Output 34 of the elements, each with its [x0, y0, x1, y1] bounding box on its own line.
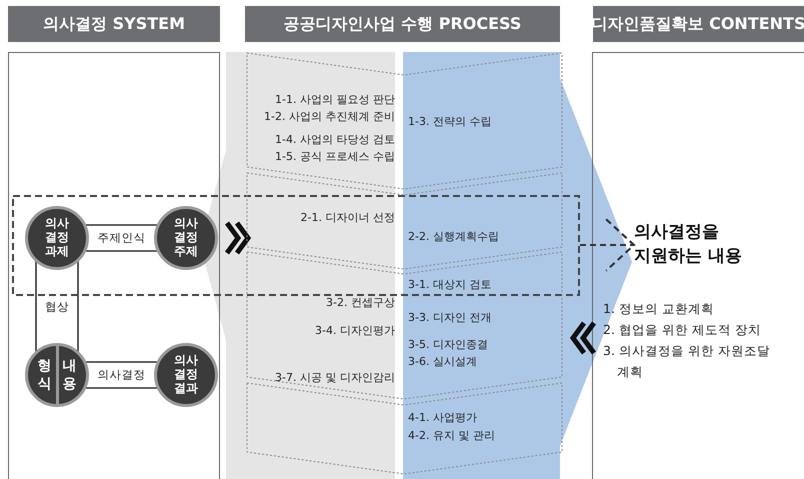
step-text: 1-4. 사업의 타당성 검토 [274, 132, 395, 148]
list-item: 3. 의사결정을 위한 자원조달 계획 [603, 342, 771, 381]
step-text: 3-5. 디자인종결 [408, 337, 489, 353]
decision-circle: 의사 결정 결과 [154, 343, 218, 407]
step-text: 1-1. 사업의 필요성 판단 [274, 92, 395, 108]
connector-line [85, 224, 158, 252]
decision-circle: 의사 결정 과제 [25, 206, 89, 270]
step-text: 3-1. 대상지 검토 [408, 277, 492, 293]
chevron-arrow [224, 220, 252, 256]
chevron-arrow [570, 320, 596, 356]
step-text: 1-5. 공식 프로세스 수립 [274, 149, 395, 165]
step-text: 3-2. 컨셉구상 [325, 295, 395, 311]
section-header: 공공디자인사업 수행 PROCESS [245, 6, 560, 42]
step-text: 2-2. 실행계획수립 [408, 229, 500, 245]
list-item: 1. 정보의 교환계획 [603, 300, 715, 318]
step-text: 3-6. 실시설계 [408, 354, 478, 370]
connector-line [35, 260, 79, 353]
step-text: 1-3. 전략의 수립 [408, 114, 492, 130]
step-text: 4-1. 사업평가 [408, 410, 478, 426]
list-item: 2. 협업을 위한 제도적 장치 [603, 321, 762, 339]
section-header: 디자인품질확보 CONTENTS [593, 6, 804, 42]
hollow-arrow [580, 218, 636, 272]
connector-line [85, 361, 158, 389]
edge-label: 협상 [43, 299, 71, 314]
decision-circle: 의사 결정 주제 [154, 206, 218, 270]
support-heading: 의사결정을 지원하는 내용 [634, 220, 762, 270]
step-text: 3-3. 디자인 전개 [408, 310, 492, 326]
step-text: 3-7. 시공 및 디자인감리 [274, 370, 395, 386]
section-header: 의사결정 SYSTEM [8, 6, 220, 42]
step-text: 3-4. 디자인평가 [314, 323, 395, 339]
step-text: 2-1. 디자이너 선정 [300, 210, 395, 226]
step-text: 4-2. 유지 및 관리 [408, 428, 496, 444]
step-text: 1-2. 사업의 추진체계 준비 [263, 109, 395, 125]
split-circle: 형 식 내 용 [25, 343, 89, 407]
